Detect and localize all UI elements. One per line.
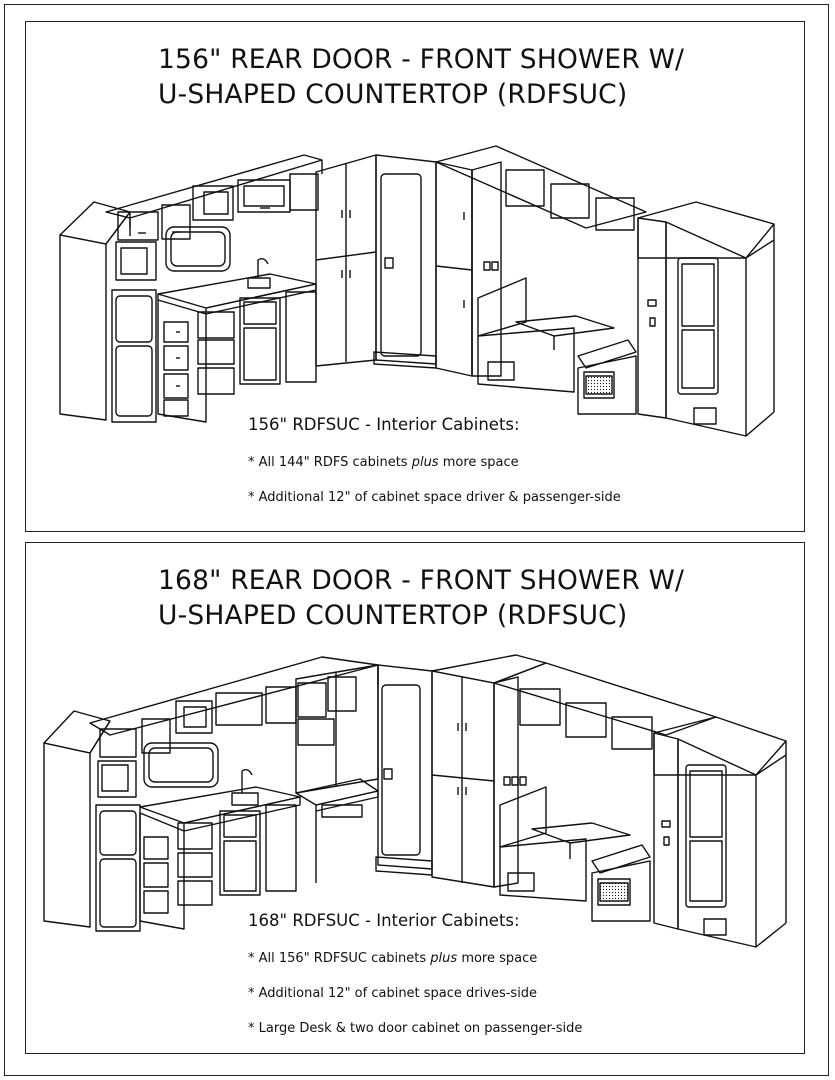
note-item: * Large Desk & two door cabinet on passe…: [248, 1021, 583, 1036]
layout-panel-156: 156" REAR DOOR - FRONT SHOWER W/ U-SHAPE…: [25, 21, 805, 532]
fridge-cabinet: [112, 290, 156, 422]
dinette: [500, 777, 650, 921]
shower-door: [374, 155, 436, 368]
layout-panel-168: 168" REAR DOOR - FRONT SHOWER W/ U-SHAPE…: [25, 542, 805, 1054]
cabinet-illustration: [26, 543, 804, 1053]
right-end-cabinet: [654, 717, 786, 947]
panel-title: 156" REAR DOOR - FRONT SHOWER W/ U-SHAPE…: [158, 44, 685, 110]
page-frame: [4, 4, 829, 1076]
pantry-cabinet: [316, 155, 376, 366]
shower-door: [376, 665, 432, 875]
upper-cabinets: [100, 677, 356, 757]
u-counter: [158, 259, 316, 314]
upper-cabinets: [118, 174, 318, 240]
notes-heading: 168" RDFSUC - Interior Cabinets:: [248, 911, 520, 930]
notes-list: 156" RDFSUC - Interior Cabinets: * All 1…: [248, 415, 621, 525]
panel-title: 168" REAR DOOR - FRONT SHOWER W/ U-SHAPE…: [158, 565, 685, 631]
upper-soffit: [106, 155, 322, 236]
fridge-cabinet: [96, 805, 140, 931]
passenger-side-cabinets: [436, 146, 646, 376]
note-item: * All 144" RDFS cabinets plus more space: [248, 455, 519, 470]
dinette: [478, 262, 636, 414]
left-end-cabinet: [60, 202, 130, 420]
base-drawers: [158, 292, 316, 422]
u-counter: [140, 770, 300, 831]
pantry-cabinet: [432, 655, 546, 887]
notes-list: 168" RDFSUC - Interior Cabinets: * All 1…: [248, 911, 582, 1056]
microwave: [98, 743, 218, 797]
note-item: * All 156" RDFSUC cabinets plus more spa…: [248, 951, 538, 966]
right-end-cabinet: [638, 202, 774, 436]
microwave: [116, 227, 230, 280]
note-item: * Additional 12" of cabinet space driver…: [248, 490, 621, 505]
notes-heading: 156" RDFSUC - Interior Cabinets:: [248, 415, 520, 434]
desk: [296, 665, 378, 883]
upper-soffit: [90, 657, 378, 735]
cabinet-illustration: [26, 22, 804, 531]
note-item: * Additional 12" of cabinet space drives…: [248, 986, 538, 1001]
base-drawers: [140, 805, 296, 929]
